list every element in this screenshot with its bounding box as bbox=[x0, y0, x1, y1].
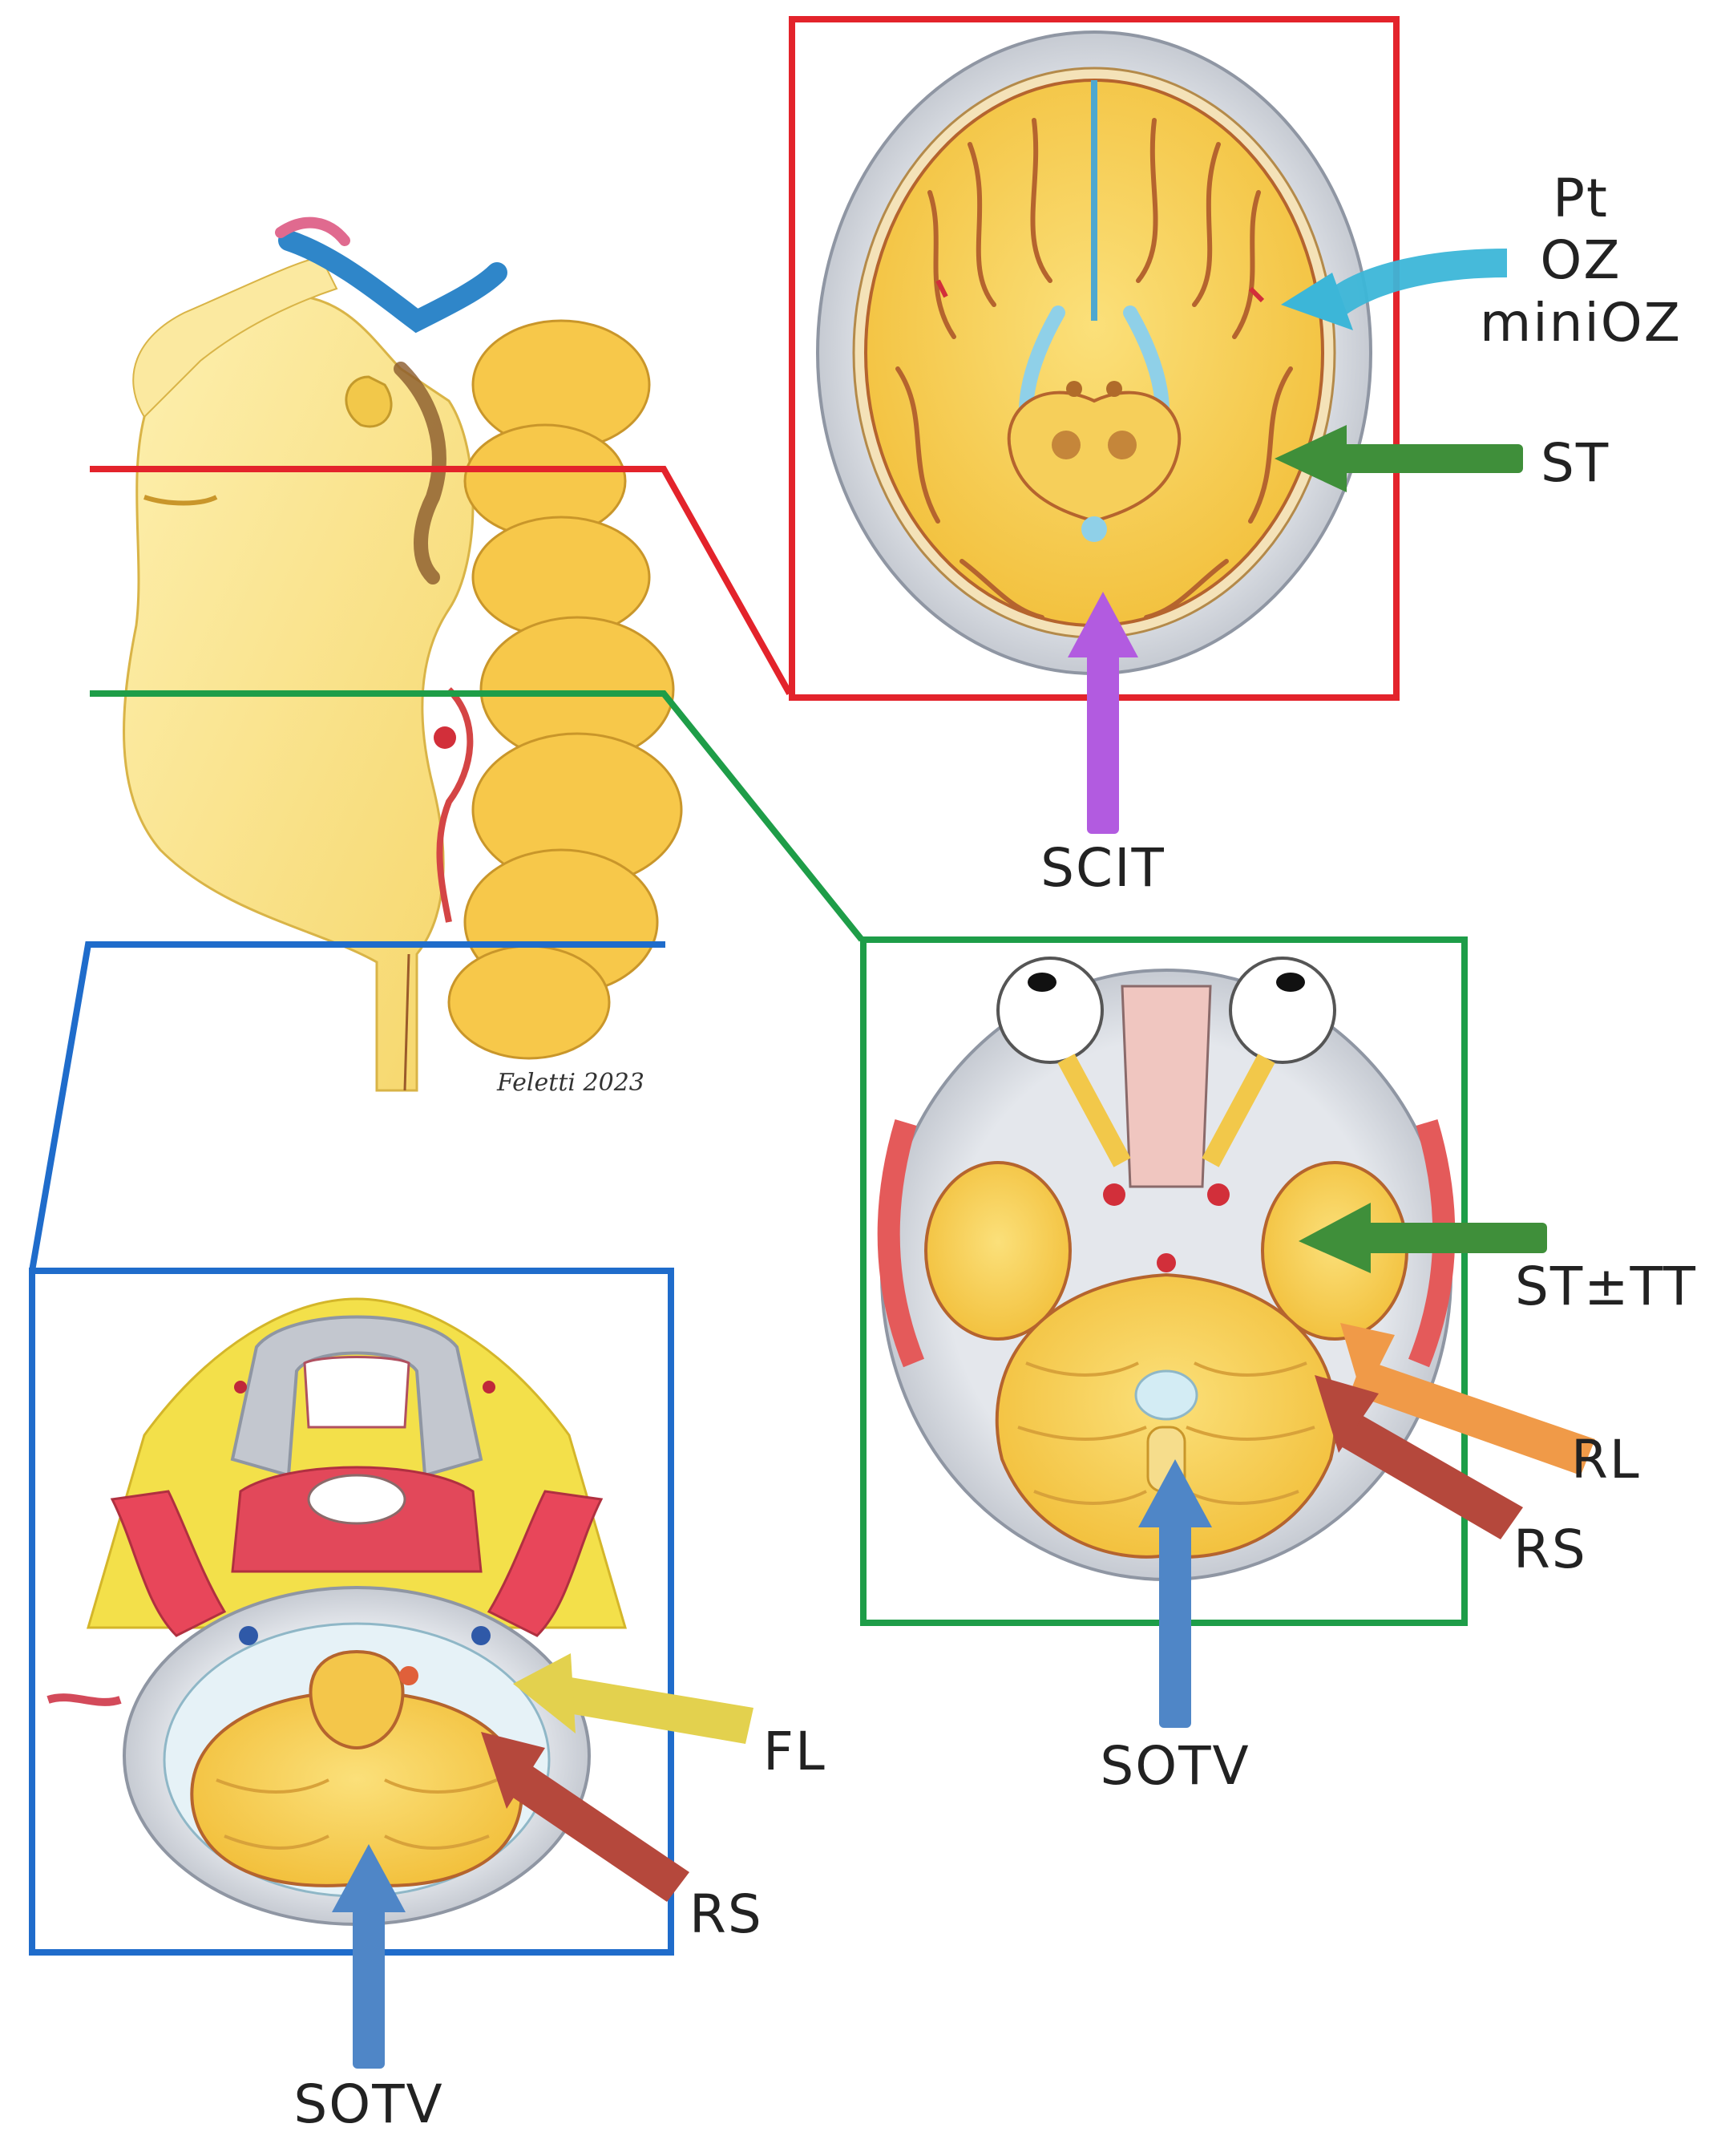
sagittal-vessel-dot bbox=[434, 726, 456, 749]
muscle-left bbox=[110, 1490, 227, 1637]
sagittal-nerve bbox=[143, 495, 218, 506]
label-st-tt: ST±TT bbox=[1515, 1256, 1697, 1317]
label-sotv-fossa: SOTV bbox=[1100, 1735, 1250, 1797]
label-scit: SCIT bbox=[1040, 837, 1166, 899]
label-fl: FL bbox=[763, 1721, 826, 1782]
green-cutting-plane bbox=[90, 690, 865, 942]
nucleus-right bbox=[1108, 431, 1137, 459]
eye-right bbox=[1229, 957, 1336, 1064]
blue-cutting-plane bbox=[29, 941, 665, 1272]
sagittal-fourth-ventricle bbox=[436, 687, 474, 923]
arrow-rs-fm bbox=[481, 1732, 689, 1902]
sagittal-corpus-callosum bbox=[278, 230, 507, 334]
gyri-pattern bbox=[895, 118, 1293, 620]
blue-frame bbox=[29, 1268, 674, 1956]
muscle-right bbox=[487, 1490, 604, 1637]
sagittal-pineal bbox=[345, 375, 393, 428]
label-oz: OZ bbox=[1540, 229, 1622, 291]
supratentorial-panel bbox=[789, 16, 1400, 701]
sagittal-fornix-detail bbox=[275, 216, 350, 246]
sagittal-cord-line bbox=[403, 953, 410, 1091]
arrow-sotv-fm bbox=[332, 1844, 406, 2069]
eye-left bbox=[996, 957, 1104, 1064]
label-rl: RL bbox=[1571, 1429, 1641, 1491]
sagittal-cerebellum bbox=[447, 319, 683, 1060]
arrow-rs-fossa bbox=[1315, 1375, 1523, 1539]
arrow-sotv-fossa bbox=[1138, 1459, 1212, 1728]
aqueduct-axial bbox=[1081, 516, 1107, 542]
label-rs-fossa: RS bbox=[1513, 1519, 1587, 1580]
label-pt: Pt bbox=[1553, 168, 1609, 229]
label-rs-fm: RS bbox=[689, 1883, 763, 1945]
fourth-ventricle-axial bbox=[1134, 1369, 1198, 1421]
label-st: ST bbox=[1541, 432, 1610, 494]
nasal-cavity bbox=[1121, 985, 1212, 1188]
signature: Feletti 2023 bbox=[496, 1069, 644, 1097]
nucleus-left bbox=[1052, 431, 1081, 459]
arrow-rl bbox=[1340, 1323, 1595, 1475]
temporalis-left bbox=[877, 1118, 925, 1368]
sagittal-ventricle bbox=[394, 362, 446, 585]
arrow-fl bbox=[513, 1653, 753, 1744]
sagittal-brainstem-illustration: Feletti 2023 bbox=[123, 216, 683, 1097]
arrows bbox=[332, 249, 1595, 2069]
arrow-scit bbox=[1068, 592, 1138, 834]
label-sotv-fm: SOTV bbox=[293, 2073, 444, 2135]
arrow-pt-oz bbox=[1281, 249, 1507, 330]
temporal-lobe-left bbox=[924, 1161, 1072, 1341]
sagittal-thalamus-top bbox=[132, 255, 338, 419]
arrow-st bbox=[1275, 425, 1523, 492]
red-cutting-plane bbox=[90, 466, 793, 695]
foramen-magnum-panel bbox=[29, 1268, 674, 1956]
arrow-st-tt bbox=[1299, 1203, 1547, 1273]
label-minioz: miniOZ bbox=[1480, 292, 1682, 354]
medulla-axial bbox=[309, 1649, 405, 1750]
